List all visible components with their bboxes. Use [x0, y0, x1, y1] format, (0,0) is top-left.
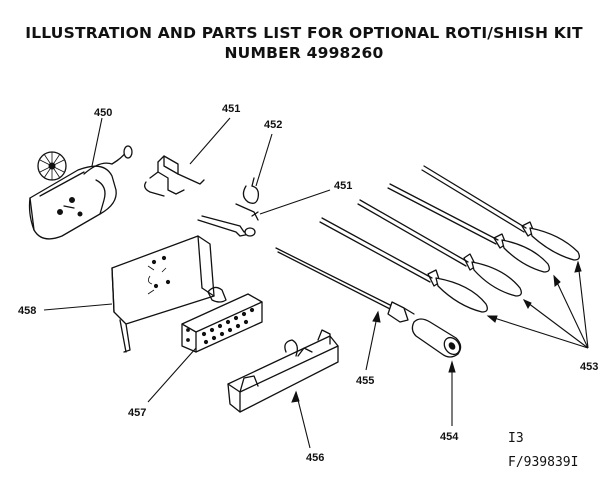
diagram-title-line2: NUMBER 4998260: [224, 44, 383, 62]
leader-lines: [43, 117, 589, 449]
spit-part-455: [275, 247, 415, 323]
mounting-plate-part-458: [111, 235, 215, 353]
callout-453: 453: [580, 361, 598, 373]
callout-451-lower: 451: [334, 180, 352, 192]
clip-part-452: [242, 177, 260, 204]
callout-457: 457: [128, 407, 146, 419]
bracket-part-451-lower: [197, 203, 259, 237]
drawing-number: F/939839I: [508, 455, 578, 470]
page-code: I3: [508, 431, 524, 446]
perforated-plate-part-457: [181, 286, 263, 353]
callout-454: 454: [440, 431, 459, 443]
callout-455: 455: [356, 375, 374, 387]
skewer-4: [319, 217, 488, 313]
handle-part-454: [411, 318, 462, 358]
skewers-part-453: [319, 165, 580, 313]
skewer-3: [357, 199, 522, 297]
callout-452: 452: [264, 119, 282, 131]
skewer-1: [421, 165, 580, 261]
spit-rest-bracket-part-456: [227, 329, 339, 413]
callout-451-upper: 451: [222, 103, 240, 115]
diagram-title-line1: ILLUSTRATION AND PARTS LIST FOR OPTIONAL…: [25, 24, 583, 42]
motor-part-450: [28, 145, 133, 240]
skewer-2: [387, 183, 550, 273]
callout-458: 458: [18, 305, 36, 317]
callout-450: 450: [94, 107, 112, 119]
callout-456: 456: [306, 452, 324, 464]
bracket-part-451-upper: [144, 155, 205, 197]
